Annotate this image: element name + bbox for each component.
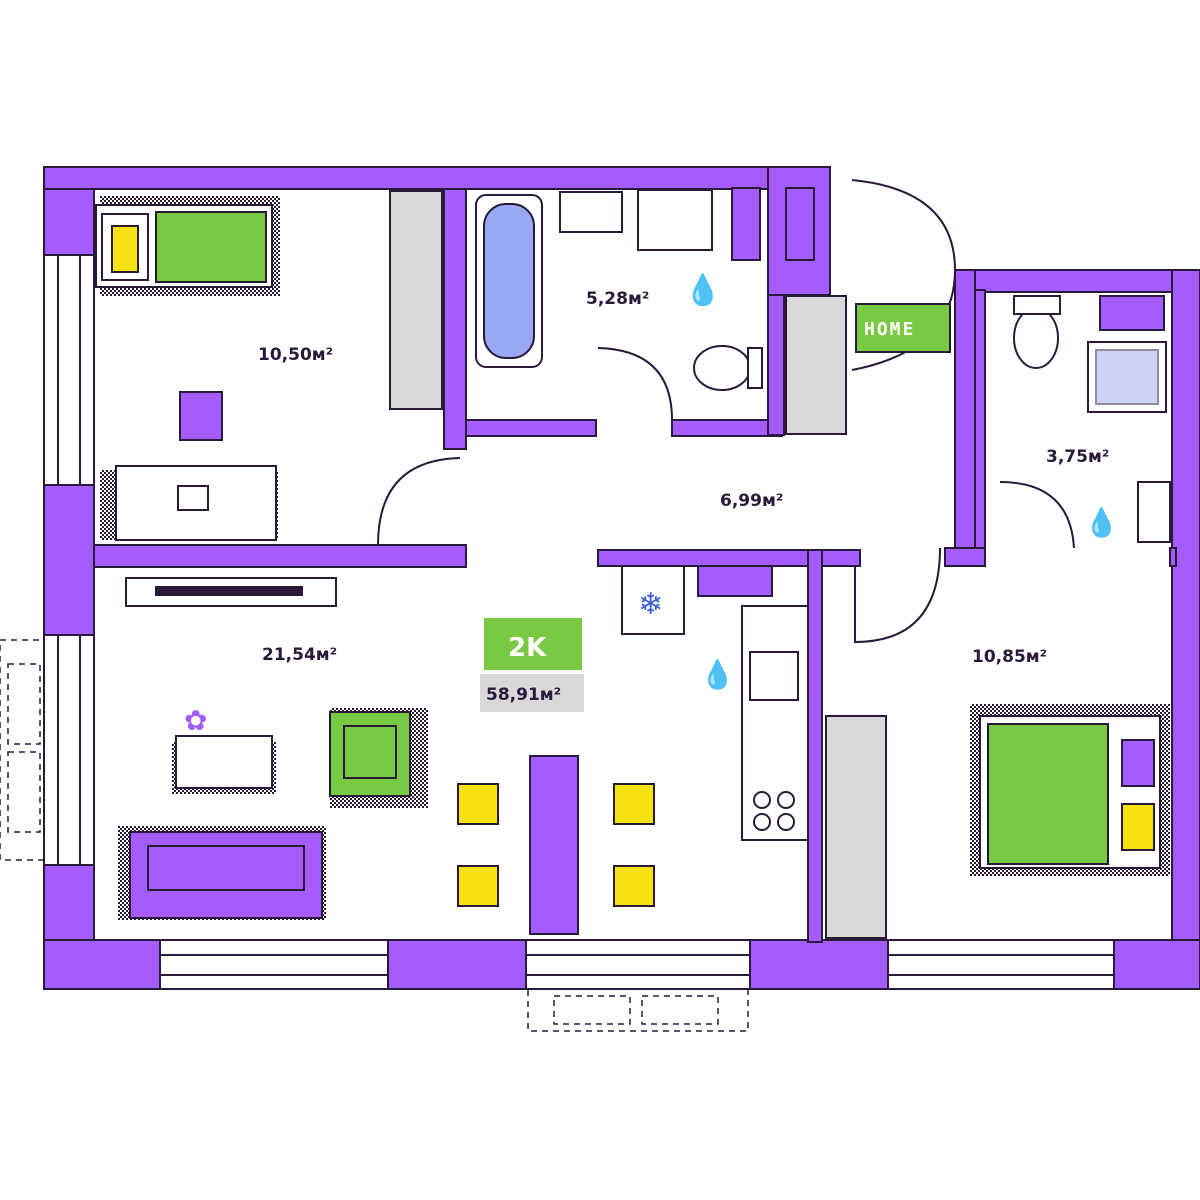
wall-toilet-left: [974, 289, 986, 551]
area-bathroom: 5,28м²: [586, 289, 649, 309]
shelf-toilet: [1099, 295, 1165, 331]
apartment-badge: 2K 58,91м²: [480, 618, 584, 712]
stove-burner-3: [753, 813, 771, 831]
kitchen-sink: [749, 651, 799, 701]
toilet-fixtures: [1013, 295, 1171, 543]
water-drop-icon-2: 💧: [1084, 506, 1119, 539]
wall-bath-bottom-2: [671, 419, 783, 437]
door-bathroom: [597, 347, 673, 421]
wall-right: [1171, 269, 1200, 990]
toilet-2: [1013, 307, 1059, 369]
water-drop-icon-3: 💧: [700, 658, 735, 691]
desk: [115, 465, 277, 541]
door-bedroom2: [854, 547, 941, 644]
wall-entry-right: [954, 269, 976, 551]
home-sign-text: HOME: [864, 319, 915, 340]
bedroom1-furniture: [95, 190, 443, 541]
badge-type: 2K: [508, 633, 547, 663]
bathroom-fixtures: [475, 187, 815, 391]
window-bottom-2: [525, 939, 751, 990]
toilet-bathroom: [693, 345, 751, 391]
kitchen-cabinet: [697, 565, 773, 597]
wardrobe-1: [389, 190, 443, 410]
dining-chair-4: [613, 865, 655, 907]
pillow: [111, 225, 139, 273]
dining-chair-3: [457, 865, 499, 907]
wall-bed1-bath: [443, 188, 467, 450]
area-bedroom1: 10,50м²: [258, 345, 333, 365]
wall-toilet-bottom-2: [1169, 547, 1177, 567]
window-bottom-1: [159, 939, 389, 990]
coffee-table: [175, 735, 273, 789]
wall-bath-right: [767, 294, 785, 436]
living-furniture: [118, 577, 655, 935]
cabinet-1: [731, 187, 761, 261]
stove-burner-1: [753, 791, 771, 809]
door-toilet: [999, 481, 1075, 549]
nightstand-2: [1121, 803, 1155, 851]
chair-bedroom1: [179, 391, 223, 441]
home-sign: HOME: [855, 303, 951, 353]
snowflake-icon: ❄: [638, 587, 663, 622]
wall-bath-bottom: [465, 419, 597, 437]
water-drop-icon: 💧: [684, 272, 721, 308]
window-left-bottom: [43, 634, 95, 866]
sink: [559, 191, 623, 233]
area-hallway: 6,99м²: [720, 491, 783, 511]
area-living: 21,54м²: [262, 645, 337, 665]
area-toilet: 3,75м²: [1046, 447, 1109, 467]
wall-top-right: [954, 269, 1200, 293]
wall-bed1-living: [93, 544, 467, 568]
kitchen-counter: [741, 605, 809, 841]
cabinet-2: [785, 187, 815, 261]
wardrobe-2: [825, 715, 887, 939]
stove-burner-2: [777, 791, 795, 809]
door-bedroom1: [377, 457, 461, 546]
dining-chair-1: [457, 783, 499, 825]
fridge: [621, 565, 685, 635]
dining-chair-2: [613, 783, 655, 825]
area-bedroom2: 10,85м²: [972, 647, 1047, 667]
sink-toilet: [1137, 481, 1171, 543]
wall-toilet-bottom: [944, 547, 986, 567]
nightstand-1: [1121, 739, 1155, 787]
balcony-outlines: [0, 639, 749, 1032]
kitchen-fixtures: [621, 565, 809, 841]
window-bottom-3: [887, 939, 1115, 990]
badge-total-area: 58,91м²: [486, 685, 561, 705]
bedroom2-furniture: [825, 704, 1170, 939]
flower-icon: ✿: [184, 704, 207, 737]
wall-kitchen-bed2: [807, 549, 823, 943]
stove-burner-4: [777, 813, 795, 831]
dining-table: [529, 755, 579, 935]
washing-machine: [637, 189, 713, 251]
window-left-top: [43, 254, 95, 486]
wall-top-left: [43, 166, 831, 190]
wardrobe-hall: [785, 295, 847, 435]
windows: [43, 254, 1115, 990]
